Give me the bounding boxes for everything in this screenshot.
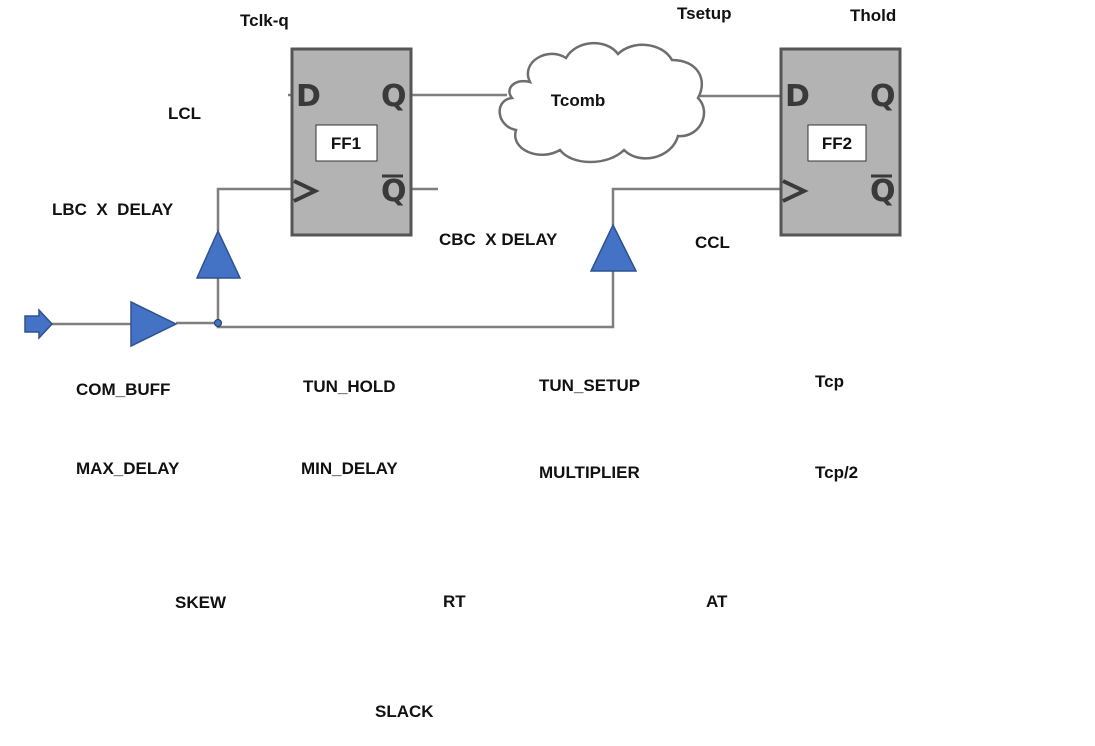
- capture-clock-wire: [611, 187, 781, 225]
- clock-trunk-wire: [216, 271, 615, 329]
- rt-label: RT: [443, 592, 466, 611]
- flipflop-ff2: D Q Q FF2: [779, 47, 902, 237]
- tsetup-label: Tsetup: [677, 4, 732, 23]
- clock-input-arrow-icon: [24, 308, 54, 340]
- ff1-pin-q: Q: [381, 79, 407, 114]
- tcp-half-label: Tcp/2: [815, 463, 859, 482]
- ff1-pin-qbar: Q: [381, 174, 407, 209]
- ff2-name-box: [807, 124, 867, 162]
- thold-label: Thold: [850, 6, 897, 25]
- launch-clock-buffer: [195, 229, 242, 279]
- multiplier-label: MULTIPLIER: [539, 463, 640, 482]
- ff2-body: [779, 47, 902, 237]
- ff2-clock-pin-icon: [782, 179, 809, 203]
- ff2-name: FF2: [822, 134, 852, 153]
- com-buff-label: COM_BUFF: [76, 380, 171, 399]
- skew-label: SKEW: [175, 593, 226, 612]
- lbc-x-delay-label: LBC X DELAY: [52, 200, 174, 219]
- min-delay-label: MIN_DELAY: [301, 459, 398, 478]
- ff1-clock-pin-icon: [293, 179, 320, 203]
- tcp-label: Tcp: [815, 372, 844, 391]
- flipflop-ff1: D Q Q FF1: [290, 47, 413, 237]
- ff1-name-box: [315, 124, 378, 162]
- tclkq-label: Tclk-q: [240, 11, 289, 30]
- capture-clock-buffer: [589, 223, 638, 272]
- ccl-label: CCL: [695, 233, 730, 252]
- at-label: AT: [706, 592, 728, 611]
- ff1-pin-d: D: [296, 79, 321, 114]
- ff2-pin-qbar: Q: [870, 174, 896, 209]
- common-buffer: [130, 300, 178, 348]
- clock-junction-dot: [214, 319, 222, 327]
- cloud-shape: [498, 41, 706, 164]
- cloud-label: Tcomb: [551, 91, 605, 110]
- max-delay-label: MAX_DELAY: [76, 459, 180, 478]
- ff1-name: FF1: [331, 134, 361, 153]
- tun-setup-label: TUN_SETUP: [539, 376, 641, 395]
- ff2-pin-d: D: [785, 79, 810, 114]
- ff2-pin-q: Q: [870, 79, 896, 114]
- slack-label: SLACK: [375, 702, 434, 721]
- cbc-x-delay-label: CBC X DELAY: [439, 230, 558, 249]
- lcl-label: LCL: [168, 104, 202, 123]
- combinational-cloud: Tcomb: [498, 41, 706, 164]
- tun-hold-label: TUN_HOLD: [303, 377, 396, 396]
- launch-clock-wire: [216, 187, 292, 231]
